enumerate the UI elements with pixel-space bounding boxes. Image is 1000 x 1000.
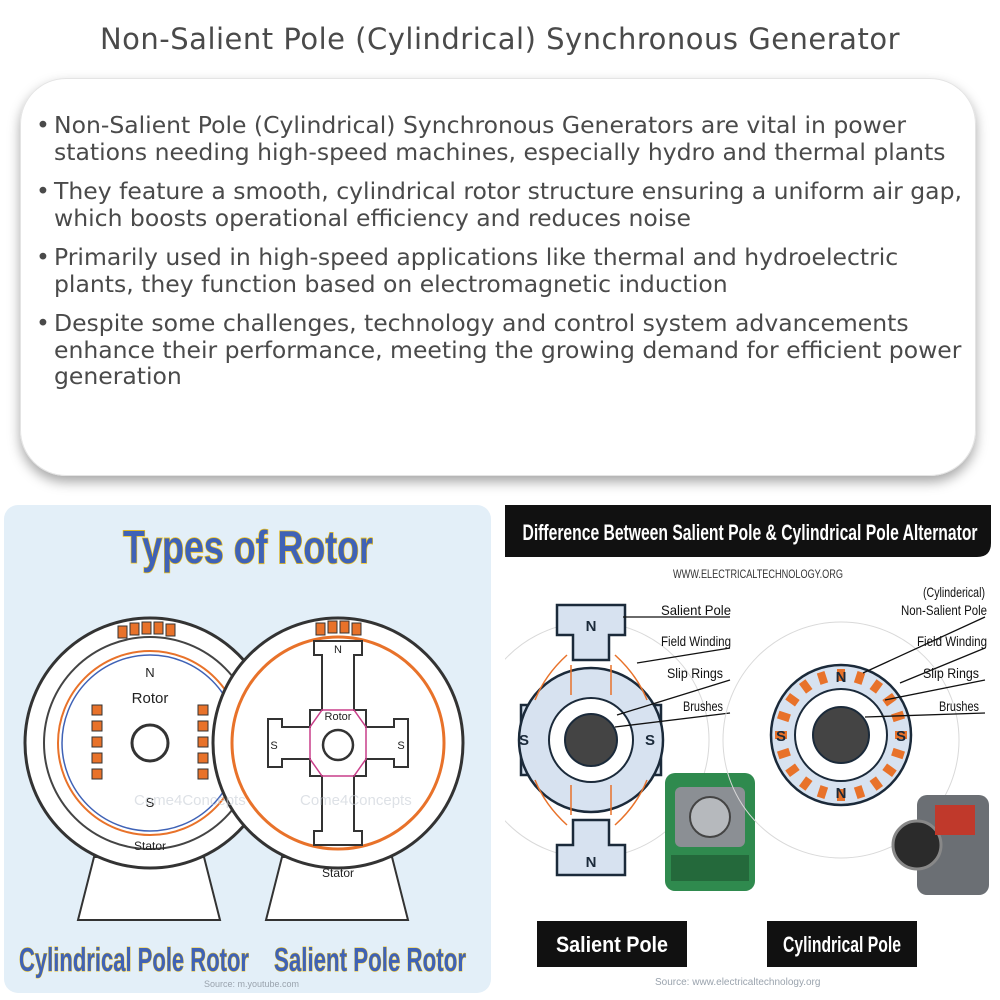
sal-south-top-label: S [270, 740, 277, 752]
salient-south-left: S [519, 732, 529, 749]
salient-caption-box [537, 921, 687, 967]
cylindrical-pole-machine: N N S S (Cylinderical) Non-Salient Pole … [722, 584, 987, 859]
salient-pole-rotor-caption: Salient Pole Rotor [274, 941, 466, 978]
label-brushes-salient: Brushes [683, 698, 723, 714]
alternator-comparison-image: Difference Between Salient Pole & Cylind… [472, 505, 995, 993]
label-salient-pole: Salient Pole [661, 602, 731, 618]
salient-south-right: S [645, 732, 655, 749]
rotor-slot [776, 747, 791, 760]
rotor-slot [816, 670, 829, 685]
label-field-winding-cyl: Field Winding [917, 633, 987, 649]
label-brushes-cyl: Brushes [939, 698, 979, 714]
bullet-list: Non-Salient Pole (Cylindrical) Synchrono… [36, 112, 966, 403]
label-slip-rings-salient: Slip Rings [667, 665, 723, 681]
rotor-slot [853, 785, 866, 800]
sal-rotor-label: Rotor [325, 711, 352, 723]
cylindrical-generator-photo [891, 795, 989, 895]
rotor-slot [853, 670, 866, 685]
sal-stator-label: Stator [322, 866, 354, 880]
rotor-slot [798, 776, 813, 791]
label-non-salient-pole: Non-Salient Pole [901, 602, 987, 618]
cylindrical-slots [775, 669, 907, 801]
comparison-banner-title: Difference Between Salient Pole & Cylind… [523, 520, 978, 545]
types-of-rotor-heading: Types of Rotor [123, 521, 373, 573]
label-slip-rings-cyl: Slip Rings [923, 665, 979, 681]
types-of-rotor-diagram: Types of Rotor N Rotor S Stator [4, 505, 491, 993]
rotor-slot [895, 731, 907, 739]
rotor-slot [785, 692, 800, 707]
salient-pole-machine: N N S S Salient Pole Field Winding Slip … [472, 602, 731, 877]
label-cylinderical: (Cylinderical) [923, 584, 985, 600]
rotor-slot [775, 731, 787, 739]
cyl-south-left: S [776, 728, 786, 745]
alternator-comparison-diagram: Difference Between Salient Pole & Cylind… [472, 505, 995, 993]
salient-north-bottom: N [586, 854, 597, 871]
left-source-credit: Source: m.youtube.com [204, 979, 299, 989]
right-source-credit: Source: www.electricaltechnology.org [655, 977, 820, 988]
cylindrical-pole-rotor-caption: Cylindrical Pole Rotor [19, 941, 249, 978]
watermark-right: Come4Concepts [300, 792, 412, 809]
rotor-slot [837, 669, 845, 681]
bullet-item: Non-Salient Pole (Cylindrical) Synchrono… [36, 112, 966, 165]
rotor-slot [837, 789, 845, 801]
rotor-slot [882, 763, 897, 778]
bullet-item: Despite some challenges, technology and … [36, 310, 966, 390]
rotor-slot [891, 747, 906, 760]
rotor-slot [816, 785, 829, 800]
cyl-north-top: N [836, 669, 847, 686]
salient-generator-photo [665, 773, 755, 891]
types-of-rotor-image: Types of Rotor N Rotor S Stator [4, 505, 491, 993]
page-title: Non-Salient Pole (Cylindrical) Synchrono… [99, 22, 900, 56]
cyl-stator-label: Stator [134, 839, 166, 853]
cylindrical-caption-box [767, 921, 917, 967]
salient-north-top: N [586, 618, 597, 635]
cyl-rotor-label: Rotor [132, 690, 169, 707]
sal-south-right-label: S [397, 740, 404, 752]
rotor-slot [869, 679, 884, 694]
bullet-item: They feature a smooth, cylindrical rotor… [36, 178, 966, 231]
banner-background [505, 505, 991, 557]
cyl-south-right: S [896, 728, 906, 745]
salient-rotor-drawing: N Rotor S S Stator [211, 616, 465, 921]
rotor-slot [798, 679, 813, 694]
cylindrical-pole-caption: Cylindrical Pole [783, 932, 901, 957]
website-label: WWW.ELECTRICALTECHNOLOGY.ORG [673, 567, 843, 581]
bullet-item: Primarily used in high-speed application… [36, 244, 966, 297]
cyl-south-label: S [146, 795, 155, 810]
salient-pole-caption: Salient Pole [556, 932, 668, 957]
cyl-north-label: N [145, 665, 154, 680]
rotor-slot [776, 710, 791, 723]
rotor-slot [785, 763, 800, 778]
watermark-left: Come4Concepts [134, 792, 246, 809]
label-field-winding-salient: Field Winding [661, 633, 731, 649]
rotor-slot [869, 776, 884, 791]
sal-north-label: N [334, 644, 342, 656]
cyl-north-bottom: N [836, 785, 847, 802]
